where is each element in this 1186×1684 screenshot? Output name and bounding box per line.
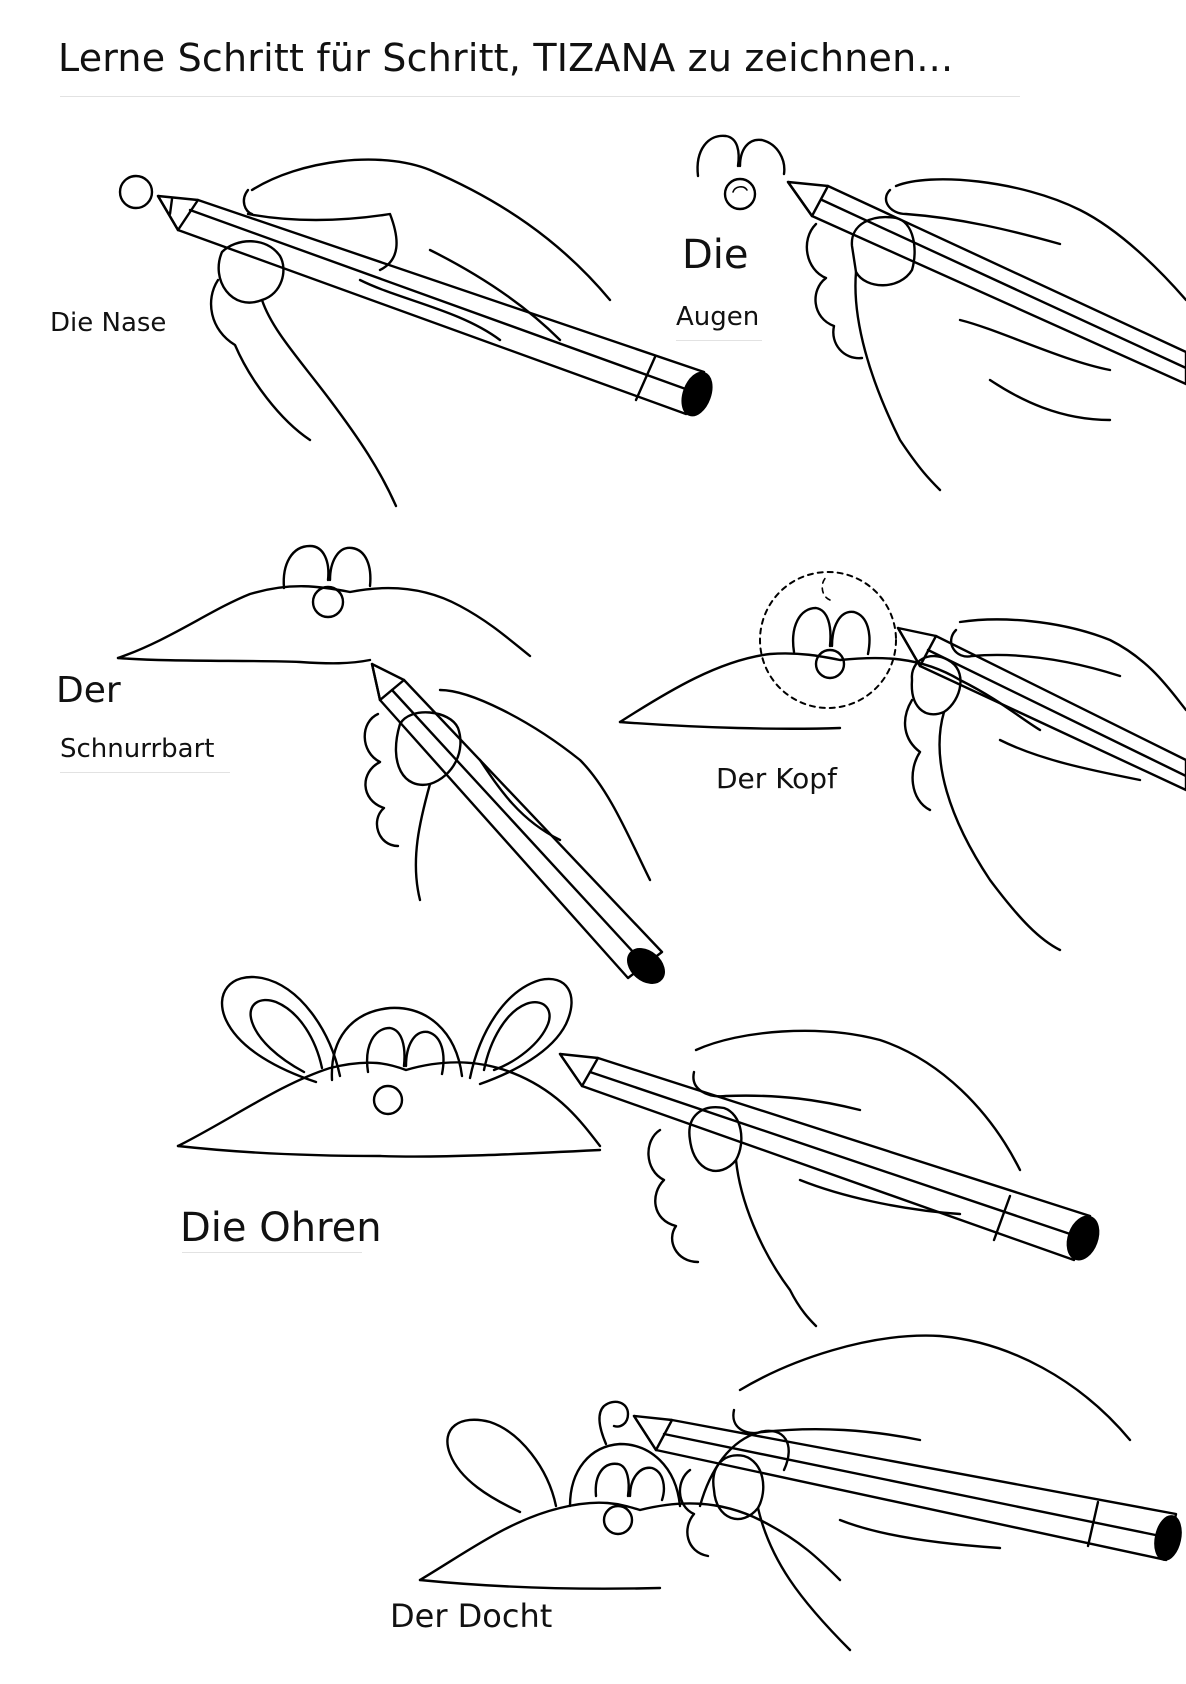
step-label-moustache-line1: Der: [56, 670, 121, 711]
hand-icon: [363, 688, 652, 902]
step-moustache-illustration: [116, 544, 665, 984]
nose-circle: [814, 648, 846, 680]
nose-circle: [372, 1084, 404, 1116]
moustache-underline: [60, 772, 230, 773]
pencil-icon: [558, 1052, 1100, 1262]
page-title: Lerne Schritt für Schritt, TIZANA zu zei…: [58, 36, 954, 80]
step-label-wick: Der Docht: [390, 1597, 553, 1635]
moustache-outline: [116, 585, 532, 660]
pencil-icon: [786, 180, 1186, 386]
ear-right: [468, 977, 573, 1086]
moustache-outline: [618, 652, 1042, 732]
nose-circle: [602, 1504, 634, 1536]
nose-circle: [311, 585, 345, 619]
ear-left: [220, 975, 342, 1084]
eyes-underline: [676, 340, 762, 341]
head-circle: [759, 571, 897, 709]
step-eyes-illustration: [696, 134, 1186, 492]
hand-icon: [647, 1029, 1022, 1328]
ears-underline: [182, 1252, 362, 1253]
hand-icon: [209, 158, 612, 508]
step-label-head: Der Kopf: [716, 762, 837, 795]
moustache-outline: [176, 1061, 602, 1148]
step-label-nose: Die Nase: [50, 308, 167, 338]
title-underline: [60, 96, 1020, 97]
pencil-icon: [632, 1414, 1182, 1562]
pencil-icon: [156, 194, 713, 417]
hand-icon: [678, 1334, 1132, 1652]
step-label-eyes-line2: Augen: [676, 302, 760, 332]
step-label-eyes-line1: Die: [682, 232, 749, 278]
pencil-icon: [370, 662, 665, 984]
step-ears-illustration: [176, 975, 1100, 1328]
nose-circle: [118, 174, 154, 210]
step-label-moustache-line2: Schnurrbart: [60, 734, 215, 764]
hand-icon: [903, 618, 1186, 952]
eye-left-arc: [696, 134, 740, 178]
wick: [598, 1400, 630, 1446]
step-nose-illustration: [118, 158, 713, 508]
eye-right-arc: [738, 138, 786, 176]
step-head-illustration: [618, 571, 1186, 952]
moustache-outline: [418, 1501, 842, 1582]
hand-icon: [805, 178, 1186, 492]
pencil-icon: [896, 626, 1186, 792]
nose-circle: [723, 177, 757, 211]
step-wick-illustration: [418, 1334, 1182, 1652]
step-label-ears: Die Ohren: [180, 1205, 382, 1251]
